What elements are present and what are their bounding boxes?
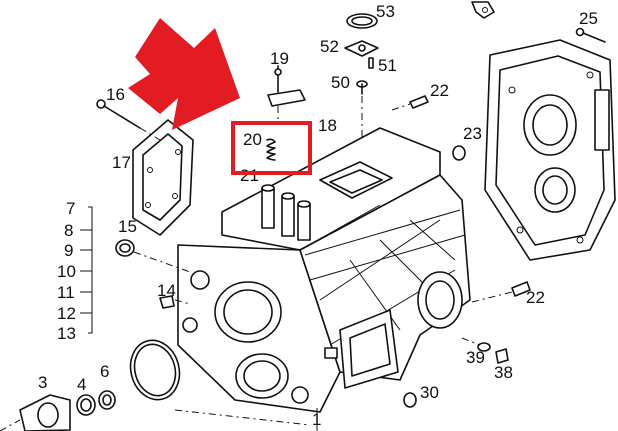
callout-30: 30 [420,383,439,402]
callout-39: 39 [466,348,485,367]
transmission-housing [177,127,471,413]
seal-ring-part-6 [129,339,181,401]
callout-14: 14 [157,281,176,300]
red-arrow-icon [128,18,240,130]
callout-51: 51 [378,56,397,75]
callout-53: 53 [376,2,395,21]
bolt-part-16 [96,99,161,141]
rear-cover-part-25 [484,39,616,261]
axis-line-left [0,419,21,431]
dowel-part-22-upper [391,95,429,111]
bearing-part-4 [76,390,116,416]
pin-part-19 [267,65,306,124]
fitting-parts-38-39 [461,337,509,364]
dowel-part-22-lower [471,281,531,303]
callout-18: 18 [318,116,337,135]
callout-52: 52 [320,37,339,56]
axis-line-bottom [174,409,311,426]
bracket-7-13 [80,206,93,334]
gasket-part-17 [132,119,194,236]
callout-7: 7 [66,199,75,218]
callout-22-upper: 22 [430,81,449,100]
plug-part-23 [452,145,466,161]
callout-15: 15 [118,217,137,236]
callout-12: 12 [57,304,76,323]
plug-part-30 [403,392,417,408]
callout-9: 9 [64,241,73,260]
flange-part-3 [19,394,71,431]
callout-16: 16 [106,85,125,104]
callout-19: 19 [270,49,289,68]
callout-21: 21 [240,166,259,185]
callout-38: 38 [494,363,513,382]
callout-13: 13 [57,324,76,343]
spring-part-20 [266,138,276,161]
callout-6: 6 [100,362,109,381]
callout-22-lower: 22 [526,288,545,307]
callout-11: 11 [57,283,75,302]
bushing-part-15 [115,239,191,273]
cap-assembly-50-53 [344,13,379,140]
callout-23: 23 [463,124,482,143]
callout-8: 8 [64,221,73,240]
callout-1: 1 [312,410,321,429]
callout-10: 10 [57,262,76,281]
bracket-fragment [471,1,495,19]
callout-4: 4 [77,375,86,394]
callout-17: 17 [112,153,131,172]
callout-3: 3 [38,373,47,392]
highlight-box-part-20 [231,121,312,175]
callout-50: 50 [331,73,350,92]
callout-25: 25 [579,9,598,28]
callout-20: 20 [243,130,262,149]
bolt-part-14 [159,295,191,309]
bolt-part-25 [575,27,606,43]
